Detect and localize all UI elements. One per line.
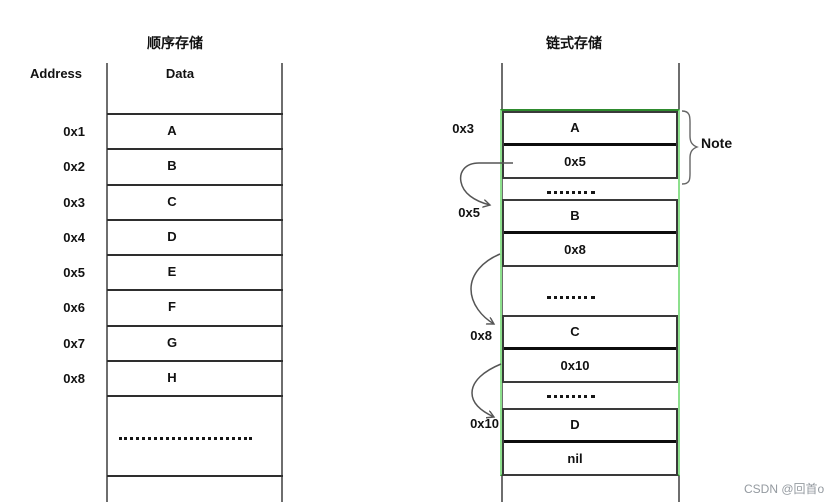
note-brace <box>681 110 699 185</box>
row-address: 0x1 <box>63 124 85 139</box>
row-address: 0x4 <box>63 229 85 245</box>
node-pointer: 0x5 <box>564 154 586 169</box>
linked-node: D nil <box>502 408 678 476</box>
row-value: G <box>166 334 178 350</box>
sequential-continuation-box <box>107 395 283 477</box>
node-data: B <box>504 201 676 234</box>
table-row: 0x1 A <box>63 113 283 148</box>
row-value: F <box>168 299 176 315</box>
node-data: A <box>504 113 676 146</box>
pointer-arrow <box>471 363 502 417</box>
data-column-header: Data <box>165 66 195 81</box>
table-row: 0x6 F <box>63 289 283 324</box>
ellipsis-dotted-line <box>547 395 595 398</box>
node-address-label: 0x3 <box>452 121 474 136</box>
sequential-title: 顺序存储 <box>147 35 203 51</box>
node-data: D <box>504 410 676 443</box>
linked-title: 链式存储 <box>546 35 602 51</box>
sequential-table: 0x1 A 0x2 B 0x3 C 0x4 D 0x5 E 0x6 F 0x7 … <box>63 113 283 477</box>
row-address: 0x8 <box>63 370 85 386</box>
ellipsis-dotted-line <box>547 191 595 194</box>
table-row: 0x2 B <box>63 148 283 183</box>
note-label: Note <box>701 135 733 151</box>
linked-node: B 0x8 <box>502 199 678 267</box>
table-row: 0x7 G <box>63 324 283 360</box>
node-address-label: 0x5 <box>458 205 480 220</box>
node-pointer: 0x10 <box>560 358 590 373</box>
row-value: H <box>167 369 177 385</box>
row-value: D <box>167 228 177 244</box>
row-address: 0x5 <box>63 265 85 280</box>
table-row: 0x8 H <box>63 359 283 395</box>
row-value: E <box>167 264 177 279</box>
row-address: 0x3 <box>63 194 85 210</box>
table-row: 0x5 E <box>63 254 283 289</box>
node-address-label: 0x8 <box>470 328 492 343</box>
node-pointer: nil <box>567 451 583 466</box>
address-column-header: Address <box>29 66 83 81</box>
row-value: A <box>167 123 177 138</box>
node-data: C <box>504 317 676 350</box>
node-address-label: 0x10 <box>470 416 499 431</box>
left-strip-left-edge <box>106 63 108 502</box>
table-row: 0x4 D <box>63 218 283 254</box>
node-pointer: 0x8 <box>564 242 586 257</box>
table-row: 0x3 C <box>63 183 283 219</box>
linked-node: C 0x10 <box>502 315 678 383</box>
csdn-watermark: CSDN @回首o <box>744 482 825 496</box>
row-address: 0x2 <box>63 159 85 175</box>
row-value: B <box>167 158 177 174</box>
row-address: 0x6 <box>63 300 85 316</box>
right-strip-left-edge <box>501 63 503 502</box>
pointer-arrow <box>470 253 501 324</box>
row-address: 0x7 <box>63 335 85 351</box>
row-value: C <box>167 193 177 209</box>
linked-node: A 0x5 <box>502 111 678 179</box>
ellipsis-dotted-line <box>547 296 595 299</box>
ellipsis-dotted-line <box>119 437 252 440</box>
left-strip-right-edge <box>281 63 283 502</box>
